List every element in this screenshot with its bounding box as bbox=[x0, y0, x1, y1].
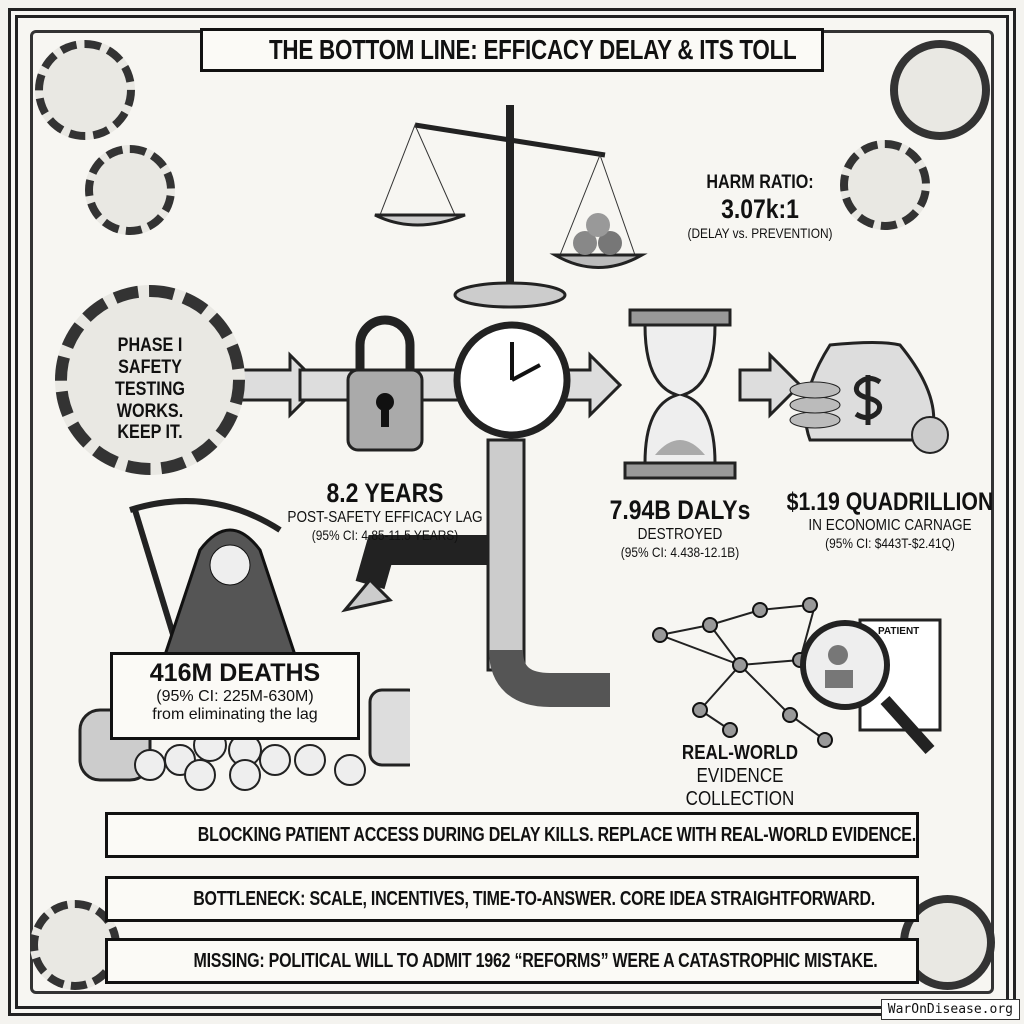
bottom-banner: BLOCKING PATIENT ACCESS DURING DELAY KIL… bbox=[105, 812, 919, 858]
grim-reaper-icon bbox=[78, 498, 410, 791]
deaths-value: 416M DEATHS bbox=[149, 659, 321, 687]
harm-ratio-label: HARM RATIO: bbox=[706, 172, 814, 193]
economic-stat: $1.19 QUADRILLION IN ECONOMIC CARNAGE (9… bbox=[784, 488, 997, 551]
efficacy-lag: 8.2 YEARS POST-SAFETY EFFICACY LAG (95% … bbox=[283, 478, 487, 544]
rwe-label: REAL-WORLD EVIDENCE COLLECTION bbox=[647, 742, 834, 811]
hourglass-icon bbox=[623, 308, 737, 480]
bottom-banner-text: MISSING: POLITICAL WILL TO ADMIT 1962 “R… bbox=[193, 950, 878, 972]
harm-ratio: HARM RATIO: 3.07k:1 (DELAY vs. PREVENTIO… bbox=[658, 172, 862, 241]
bottom-banner-text: BLOCKING PATIENT ACCESS DURING DELAY KIL… bbox=[197, 824, 916, 846]
phase-line: WORKS. bbox=[116, 400, 184, 422]
page-title: THE BOTTOM LINE: EFFICACY DELAY & ITS TO… bbox=[268, 34, 797, 65]
bottom-banner: BOTTLENECK: SCALE, INCENTIVES, TIME-TO-A… bbox=[105, 876, 919, 922]
dalys-value: 7.94B DALYs bbox=[609, 495, 751, 525]
clock-pipe-icon bbox=[341, 321, 610, 707]
lag-label: POST-SAFETY EFFICACY LAG bbox=[287, 509, 483, 527]
gear-icon bbox=[85, 145, 175, 235]
harm-ratio-value: 3.07k:1 bbox=[721, 193, 799, 224]
econ-ci: (95% CI: $443T-$2.41Q) bbox=[825, 535, 955, 552]
scales-of-justice-icon bbox=[374, 105, 648, 309]
econ-label: IN ECONOMIC CARNAGE bbox=[808, 516, 972, 534]
phase-one-label: PHASE I SAFETY TESTING WORKS. KEEP IT. bbox=[82, 335, 218, 444]
watermark-link[interactable]: WarOnDisease.org bbox=[880, 999, 1020, 1020]
padlock-icon bbox=[346, 315, 424, 452]
network-graph-icon bbox=[652, 597, 833, 748]
phase-line: SAFETY TESTING bbox=[115, 356, 185, 400]
lag-ci: (95% CI: 4.85-11.5 YEARS) bbox=[311, 527, 459, 544]
magnifier-patient-file-icon bbox=[800, 618, 942, 755]
harm-ratio-note: (DELAY vs. PREVENTION) bbox=[687, 224, 833, 241]
econ-value: $1.19 QUADRILLION bbox=[786, 488, 994, 516]
money-bag-icon bbox=[789, 341, 949, 454]
phase-line: PHASE I bbox=[117, 335, 183, 356]
compass-icon bbox=[890, 40, 990, 140]
lag-value: 8.2 YEARS bbox=[326, 478, 444, 508]
rwe-line: EVIDENCE COLLECTION bbox=[685, 765, 795, 810]
page-title-banner: THE BOTTOM LINE: EFFICACY DELAY & ITS TO… bbox=[200, 28, 824, 72]
phase-line: KEEP IT. bbox=[117, 422, 183, 444]
deaths-ci: (95% CI: 225M-630M) bbox=[156, 687, 314, 705]
patient-file-label: PATIENT bbox=[878, 626, 920, 637]
dalys-label: DESTROYED bbox=[637, 526, 723, 544]
dalys-ci: (95% CI: 4.438-12.1B) bbox=[620, 544, 740, 561]
bottom-banner: MISSING: POLITICAL WILL TO ADMIT 1962 “R… bbox=[105, 938, 919, 984]
rwe-line: REAL-WORLD bbox=[681, 742, 799, 764]
gear-icon bbox=[35, 40, 135, 140]
gear-icon bbox=[840, 140, 930, 230]
dalys-stat: 7.94B DALYs DESTROYED (95% CI: 4.438-12.… bbox=[595, 495, 765, 561]
deaths-banner: 416M DEATHS (95% CI: 225M-630M) from eli… bbox=[110, 652, 360, 740]
bottom-banner-text: BOTTLENECK: SCALE, INCENTIVES, TIME-TO-A… bbox=[193, 888, 875, 910]
deaths-note: from eliminating the lag bbox=[152, 706, 318, 724]
